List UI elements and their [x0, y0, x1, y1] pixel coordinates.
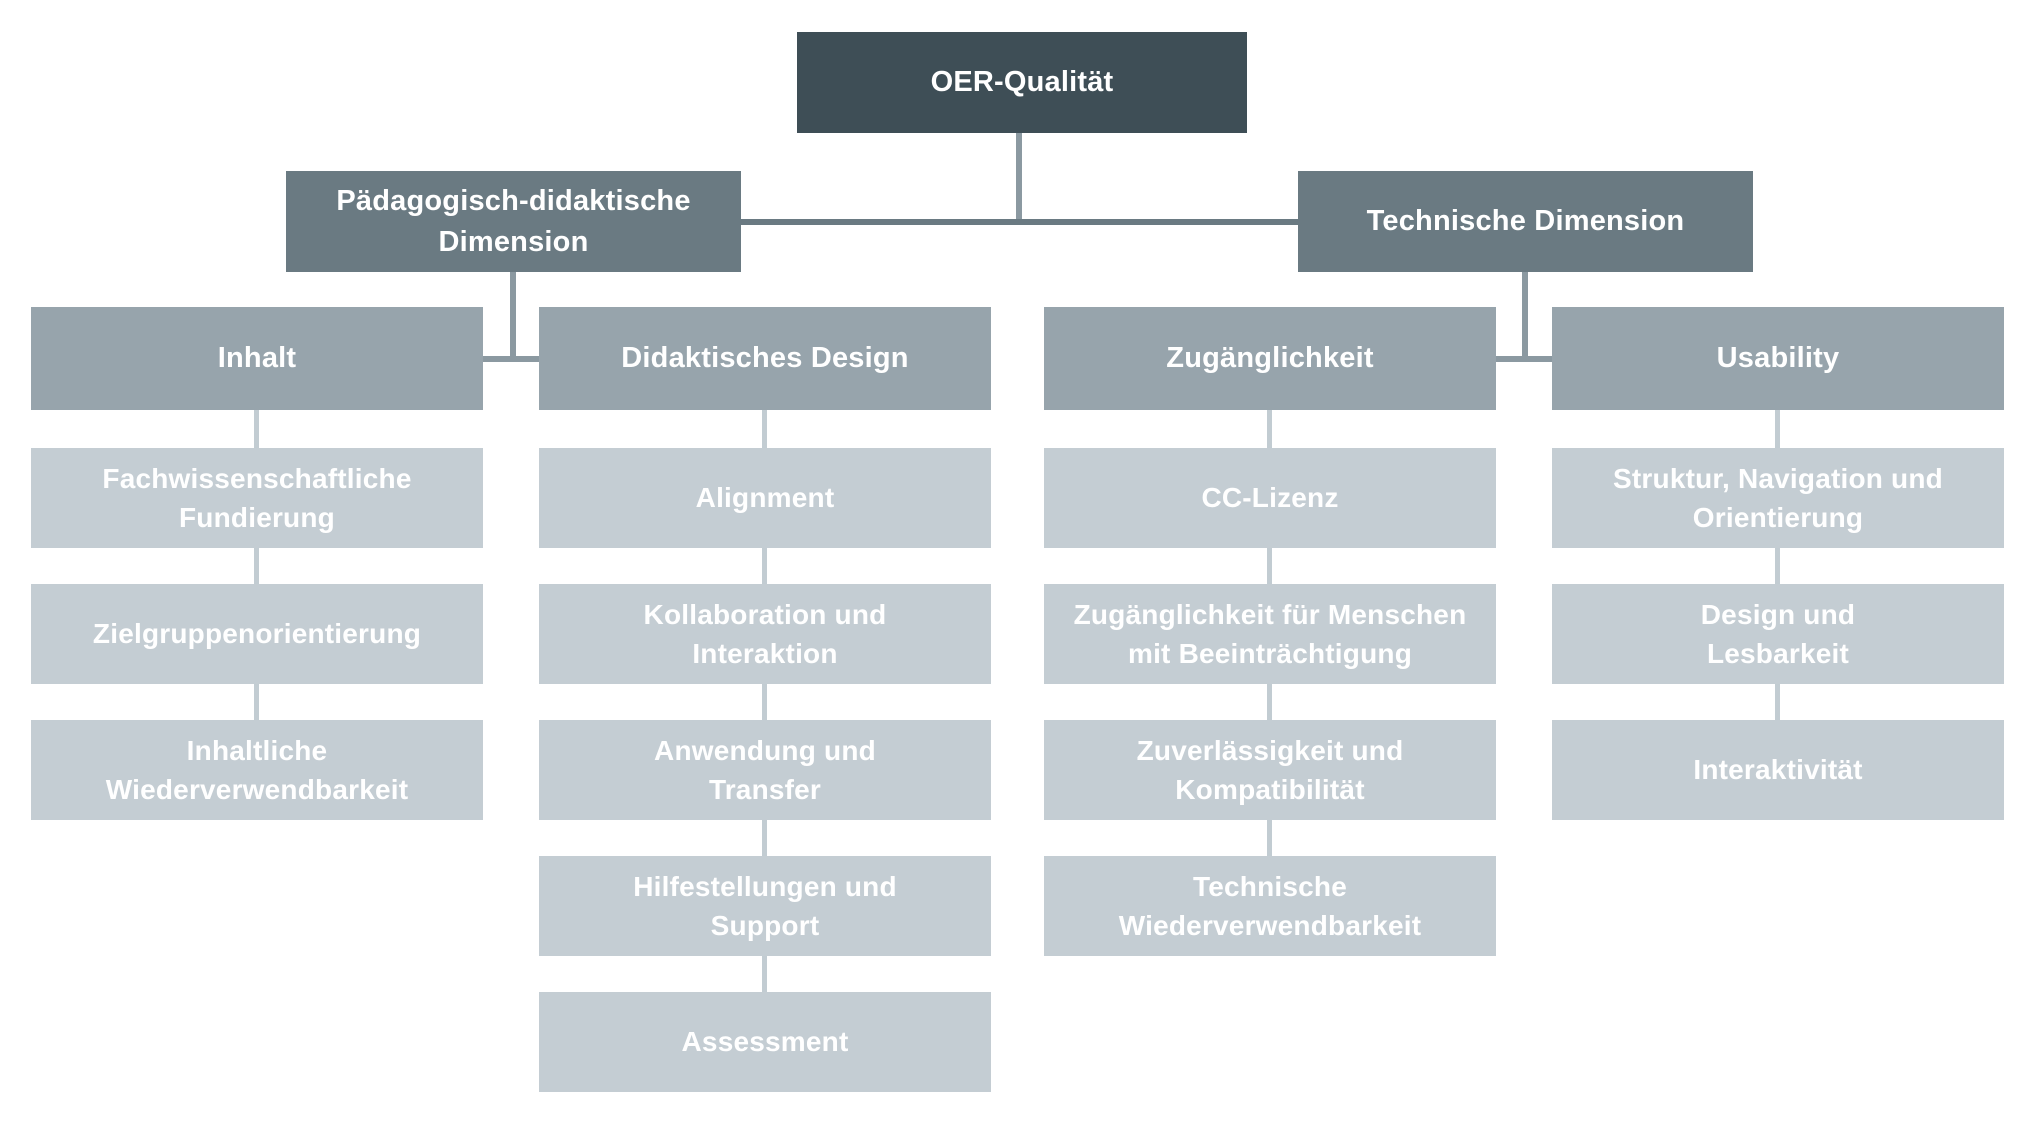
connector-inhalt-item3 [254, 684, 259, 720]
connector-dimensions-horizontal [741, 219, 1298, 225]
node-paedagogisch-didaktische-dimension: Pädagogisch-didaktische Dimension [286, 171, 741, 272]
connector-root-vertical [1016, 133, 1022, 225]
node-technische-dimension: Technische Dimension [1298, 171, 1753, 272]
node-kollaboration-und-interaktion: Kollaboration und Interaktion [539, 584, 991, 684]
node-interaktivitaet: Interaktivität [1552, 720, 2004, 820]
connector-inhalt-item1 [254, 410, 259, 448]
connector-zugaenglichkeit-item4 [1267, 820, 1272, 856]
node-fachwissenschaftliche-fundierung: Fachwissenschaftliche Fundierung [31, 448, 483, 548]
connector-technisch-vertical [1522, 272, 1528, 362]
node-assessment: Assessment [539, 992, 991, 1092]
connector-zugaenglichkeit-item1 [1267, 410, 1272, 448]
node-inhalt: Inhalt [31, 307, 483, 410]
node-cc-lizenz: CC-Lizenz [1044, 448, 1496, 548]
node-zugaenglichkeit: Zugänglichkeit [1044, 307, 1496, 410]
connector-usability-item3 [1775, 684, 1780, 720]
node-zuverlaessigkeit-und-kompatibilitaet: Zuverlässigkeit und Kompatibilität [1044, 720, 1496, 820]
node-hilfestellungen-und-support: Hilfestellungen und Support [539, 856, 991, 956]
node-didaktisches-design: Didaktisches Design [539, 307, 991, 410]
connector-zugaenglichkeit-item2 [1267, 548, 1272, 584]
connector-zugaenglichkeit-usability-stub [1496, 356, 1552, 362]
node-zugaenglichkeit-fuer-menschen: Zugänglichkeit für Menschen mit Beeinträ… [1044, 584, 1496, 684]
connector-usability-item1 [1775, 410, 1780, 448]
connector-inhalt-didaktik-stub [483, 356, 539, 362]
node-oer-qualitaet: OER-Qualität [797, 32, 1247, 133]
connector-didaktik-item3 [762, 684, 767, 720]
node-struktur-navigation-orientierung: Struktur, Navigation und Orientierung [1552, 448, 2004, 548]
connector-inhalt-item2 [254, 548, 259, 584]
connector-didaktik-item4 [762, 820, 767, 856]
node-zielgruppenorientierung: Zielgruppenorientierung [31, 584, 483, 684]
connector-didaktik-item2 [762, 548, 767, 584]
connector-usability-item2 [1775, 548, 1780, 584]
connector-didaktik-item5 [762, 956, 767, 992]
node-inhaltliche-wiederverwendbarkeit: Inhaltliche Wiederverwendbarkeit [31, 720, 483, 820]
node-alignment: Alignment [539, 448, 991, 548]
connector-zugaenglichkeit-item3 [1267, 684, 1272, 720]
node-design-und-lesbarkeit: Design und Lesbarkeit [1552, 584, 2004, 684]
node-usability: Usability [1552, 307, 2004, 410]
node-anwendung-und-transfer: Anwendung und Transfer [539, 720, 991, 820]
connector-paedagogisch-vertical [510, 272, 516, 362]
connector-didaktik-item1 [762, 410, 767, 448]
node-technische-wiederverwendbarkeit: Technische Wiederverwendbarkeit [1044, 856, 1496, 956]
